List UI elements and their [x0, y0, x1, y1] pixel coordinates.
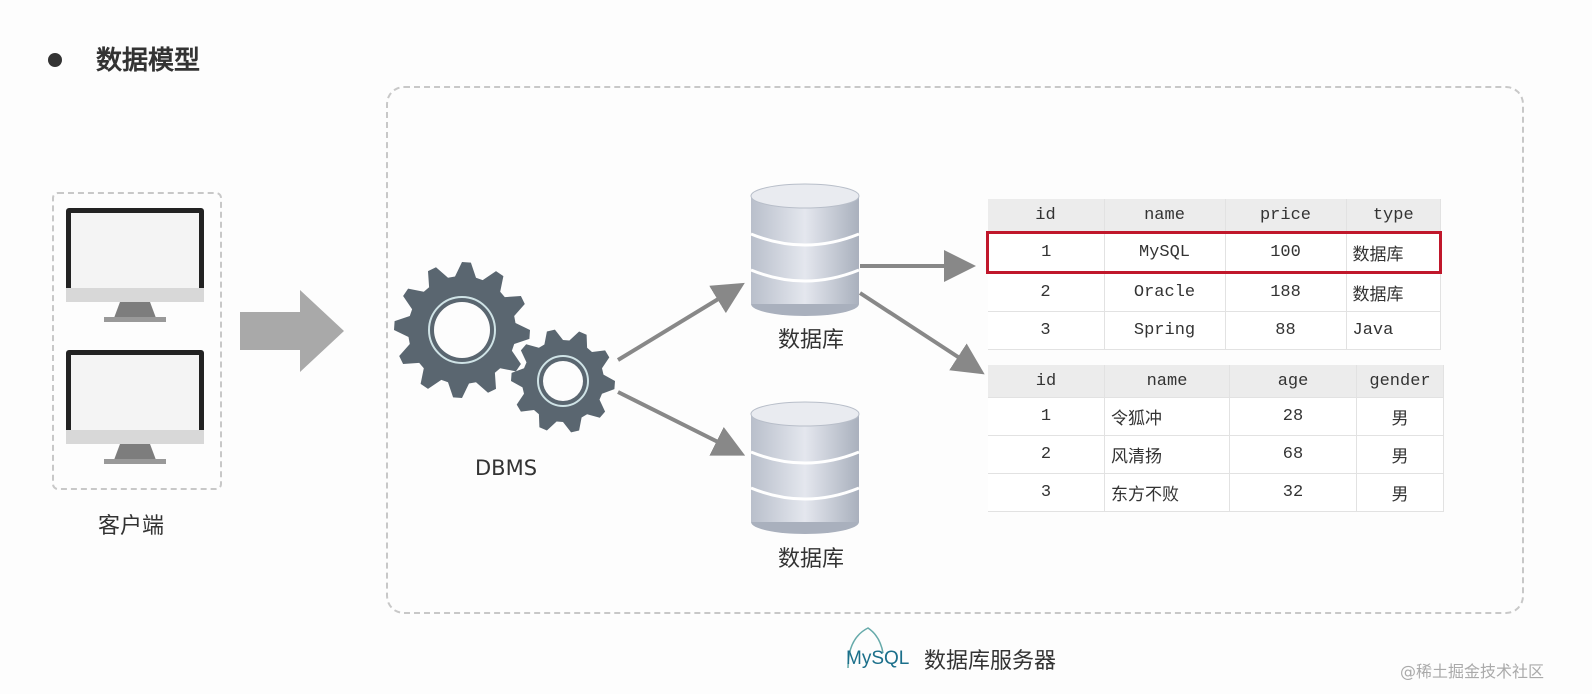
db-label: 数据库: [778, 547, 845, 572]
watermark: @稀土掘金技术社区: [1400, 662, 1545, 681]
client-box: [52, 192, 222, 490]
dbms-label: DBMS: [475, 456, 538, 480]
mysql-logo: MySQL: [846, 648, 910, 669]
server-label: 数据库服务器: [924, 649, 1057, 674]
arrow: [617, 390, 746, 456]
monitor-icons: [66, 208, 204, 464]
bullet: [48, 53, 62, 67]
monitor-icon: [66, 350, 204, 464]
gear-hole: [543, 361, 583, 401]
gear-icons: [394, 262, 615, 433]
arrows: [616, 250, 985, 456]
gear-ring: [537, 355, 589, 407]
slide-title: 数据模型: [96, 46, 201, 76]
monitor-icon: [66, 208, 204, 322]
database-icon: [750, 401, 860, 534]
server-box: [386, 86, 1524, 614]
database-icon: [750, 183, 860, 316]
db-label: 数据库: [778, 328, 845, 353]
client-label: 客户端: [98, 514, 165, 539]
mysql-dolphin-icon: [847, 627, 884, 669]
arrow: [858, 291, 985, 375]
gear-hole: [434, 302, 490, 358]
big-arrow-icon: [240, 290, 344, 372]
gear-ring: [428, 296, 496, 364]
arrow: [616, 282, 745, 362]
